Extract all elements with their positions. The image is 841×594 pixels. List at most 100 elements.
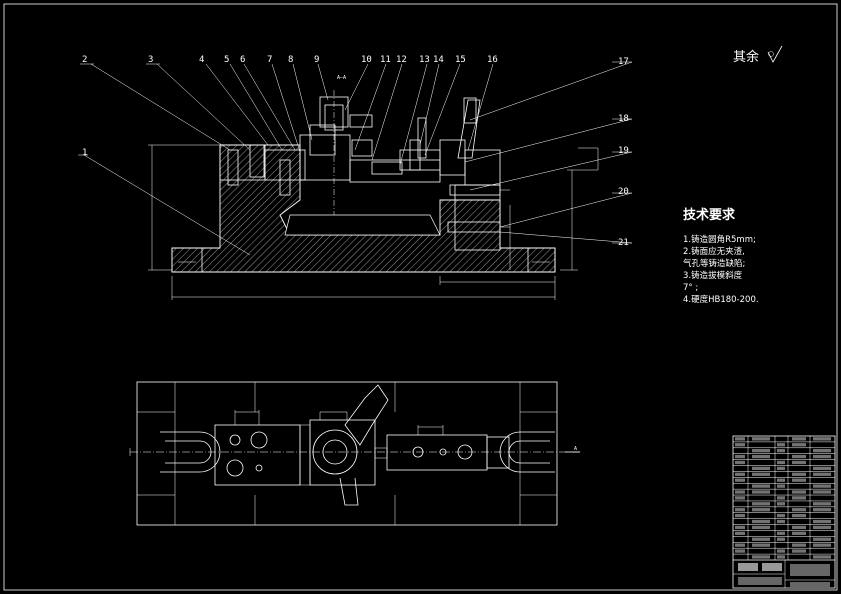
table-cell-text [735,513,745,518]
table-cell-text [752,472,770,476]
table-cell-text [735,472,745,476]
table-cell-text [813,466,831,471]
roughness-symbol-icon [767,45,783,63]
table-cell-text [813,502,831,506]
table-cell-text [735,508,745,512]
table-cell-text [792,531,806,535]
callout-4: 4 [199,55,204,65]
table-cell-text [735,478,745,482]
callout-21: 21 [618,238,629,248]
table-cell-text [735,531,745,535]
callout-3: 3 [148,55,153,65]
table-cell-text [752,508,770,512]
table-cell-text [777,484,785,488]
table-cell-text [792,496,806,500]
table-cell-text [777,449,785,453]
parts-list-rows [733,437,835,559]
table-cell-text [752,449,770,453]
table-cell-text [777,478,785,482]
table-cell-text [813,508,831,512]
table-cell-text [792,543,806,547]
table-cell-text [813,537,831,541]
callout-6: 6 [240,55,245,65]
table-cell-text [735,525,745,530]
table-cell-text [792,460,806,465]
table-cell-text [752,454,770,459]
table-cell-text [813,454,831,459]
view-arrow-label: A [574,446,577,452]
table-cell-text [777,519,785,524]
table-cell-text [777,555,785,559]
table-cell-text [752,490,770,494]
top-view: A [129,381,580,526]
table-cell-text [777,443,785,447]
callout-8: 8 [288,55,293,65]
table-cell-text [813,490,831,494]
callout-11: 11 [380,55,391,65]
callout-15: 15 [455,55,466,65]
callout-7: 7 [267,55,272,65]
table-cell-text [813,437,831,441]
table-cell-text [735,460,745,465]
table-cell-text [735,437,745,441]
table-cell-text [752,437,770,441]
table-cell-text [752,466,770,471]
table-cell-text [777,531,785,535]
tech-req-item: 3.铸造拔模斜度 [683,270,743,281]
callout-12: 12 [396,55,407,65]
table-cell-text [792,525,806,530]
table-cell-text [792,472,806,476]
front-section-view [148,90,599,300]
technical-requirements: 技术要求 1.铸造圆角R5mm; 2.铸面应无夹渣, 气孔等铸造缺陷; 3.铸造… [683,207,759,305]
table-cell-text [777,513,785,518]
table-cell-text [735,454,745,459]
table-cell-text [813,555,831,559]
table-cell-text [792,490,806,494]
table-cell-text [735,490,745,494]
table-cell-text [752,519,770,524]
callout-9: 9 [314,55,319,65]
table-cell-text [792,508,806,512]
table-cell-text [792,513,806,518]
table-cell-text [777,496,785,500]
table-cell-text [792,478,806,482]
callout-2: 2 [82,55,87,65]
table-cell-text [813,543,831,547]
table-cell-text [752,525,770,530]
table-cell-text [735,543,745,547]
callout-13: 13 [419,55,430,65]
table-cell-text [792,443,806,447]
table-cell-text [777,466,785,471]
title-block [733,559,835,588]
table-cell-text [792,549,806,553]
table-cell-text [813,472,831,476]
table-cell-text [752,502,770,506]
table-cell-text [813,519,831,524]
table-cell-text [792,454,806,459]
tech-req-title: 技术要求 [683,207,736,223]
table-cell-text [777,460,785,465]
callout-14: 14 [433,55,444,65]
table-cell-text [735,443,745,447]
callout-18: 18 [618,114,629,124]
callout-5: 5 [224,55,229,65]
callout-20: 20 [618,187,629,197]
table-cell-text [752,555,770,559]
roughness-note: 其余 [733,49,759,65]
tech-req-item: 7° ; [683,283,698,293]
table-cell-text [813,449,831,453]
table-cell-text [777,549,785,553]
callout-17: 17 [618,57,629,67]
table-cell-text [752,484,770,488]
callout-16: 16 [487,55,498,65]
table-cell-text [813,484,831,488]
table-cell-text [792,437,806,441]
callout-10: 10 [361,55,372,65]
table-cell-text [752,537,770,541]
callout-1: 1 [82,148,87,158]
table-cell-text [752,543,770,547]
table-cell-text [735,496,745,500]
tech-req-item: 1.铸造圆角R5mm; [683,234,756,245]
table-cell-text [777,502,785,506]
